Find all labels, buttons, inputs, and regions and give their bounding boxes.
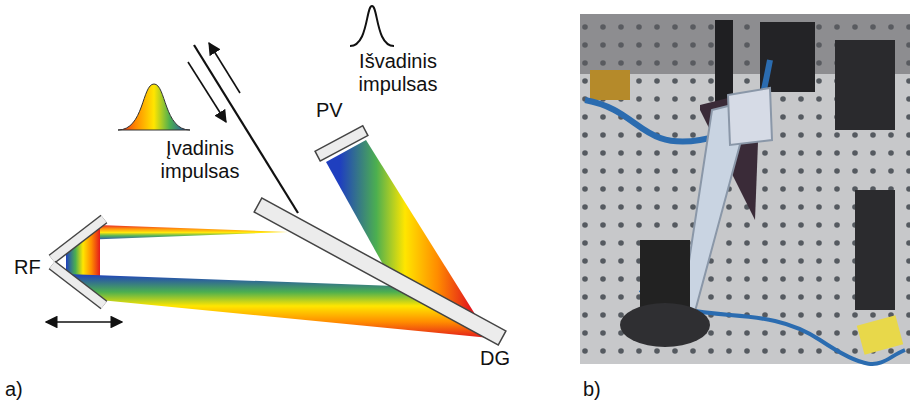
pulse-label: Įvadinis impulsas (150, 137, 250, 183)
roof-mirror (52, 219, 104, 305)
beam-line (194, 45, 298, 213)
setup-photo (580, 14, 910, 364)
pulse-label: Išvadinis impulsas (343, 50, 453, 96)
panel-label: a) (5, 378, 23, 401)
panel-label: b) (583, 378, 601, 401)
diffraction-grating (254, 198, 506, 345)
beam-fan (80, 225, 288, 240)
chirped-pulse (118, 84, 190, 130)
part-label: RF (14, 256, 41, 279)
compressed-pulse (350, 6, 394, 46)
flat-mirror (315, 126, 368, 161)
translation-arrow (46, 321, 122, 323)
part-label: PV (316, 99, 343, 122)
part-label: DG (480, 347, 510, 370)
output-arrow (209, 43, 240, 93)
input-arrow (188, 62, 226, 122)
